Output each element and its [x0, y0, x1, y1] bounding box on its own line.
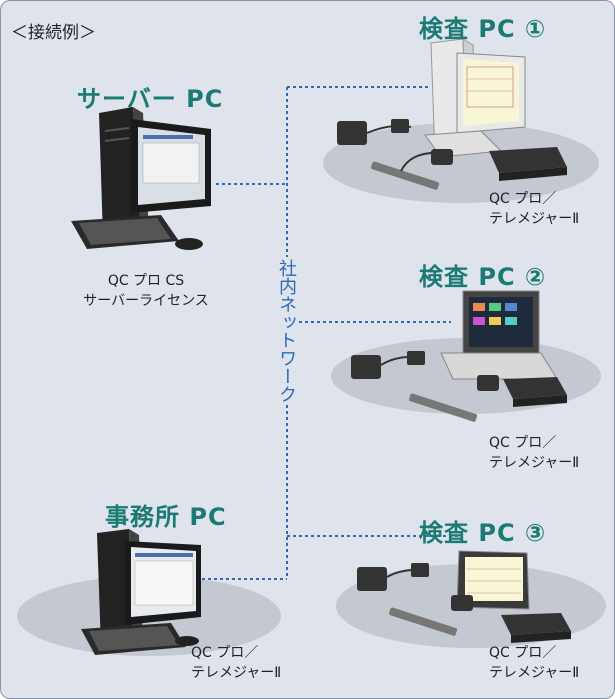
server-monitor-icon	[131, 119, 211, 213]
pc2-gauge-icon	[351, 351, 499, 422]
office-monitor-icon	[125, 541, 201, 625]
pc2-caption-line1: QC プロ／	[489, 435, 557, 451]
pc2-laptop-base-icon	[440, 352, 558, 380]
section-label: ＜接続例＞	[11, 23, 96, 43]
office-keyboard-icon	[81, 623, 199, 655]
pc3-caption-line1: QC プロ／	[489, 645, 557, 661]
inspection-pc1-caption: QC プロ／ テレメジャーⅡ	[489, 189, 579, 229]
pc2-caption-line2: テレメジャーⅡ	[489, 455, 580, 471]
pc1-monitor-icon	[456, 52, 526, 134]
pc2-laptop-screen-icon	[462, 290, 540, 354]
pc3-interface-box-icon	[501, 613, 571, 643]
office-pc-caption: QC プロ／ テレメジャーⅡ	[191, 643, 281, 683]
pc1-shadow	[323, 123, 599, 203]
office-caption-line2: テレメジャーⅡ	[191, 665, 282, 681]
pc1-interface-box-icon	[489, 147, 567, 181]
pc3-caption-line2: テレメジャーⅡ	[489, 665, 580, 681]
inspection-pc3-caption: QC プロ／ テレメジャーⅡ	[489, 643, 579, 683]
office-pc-title: 事務所 PC	[105, 503, 227, 531]
network-label: 社内ネットワーク	[273, 257, 299, 405]
pc1-caption-line2: テレメジャーⅡ	[489, 211, 580, 227]
server-caption-line2: サーバーライセンス	[83, 293, 209, 309]
pc3-tablet-icon	[456, 550, 530, 610]
pc2-interface-box-icon	[503, 377, 567, 407]
inspection-pc1-title: 検査 PC ①	[419, 15, 547, 43]
inspection-pc3-title: 検査 PC ③	[419, 519, 547, 547]
server-keyboard-icon	[71, 215, 203, 250]
server-caption-line1: QC プロ CS	[107, 273, 185, 289]
office-caption-line1: QC プロ／	[191, 645, 259, 661]
server-pc-caption: QC プロ CS サーバーライセンス	[71, 271, 221, 311]
pc1-caption-line1: QC プロ／	[489, 191, 557, 207]
inspection-pc2-title: 検査 PC ②	[419, 263, 547, 291]
inspection-pc2-caption: QC プロ／ テレメジャーⅡ	[489, 433, 579, 473]
pc3-gauge-icon	[357, 563, 473, 636]
server-pc-title: サーバー PC	[77, 85, 224, 113]
pc1-gauge-icon	[337, 119, 453, 190]
